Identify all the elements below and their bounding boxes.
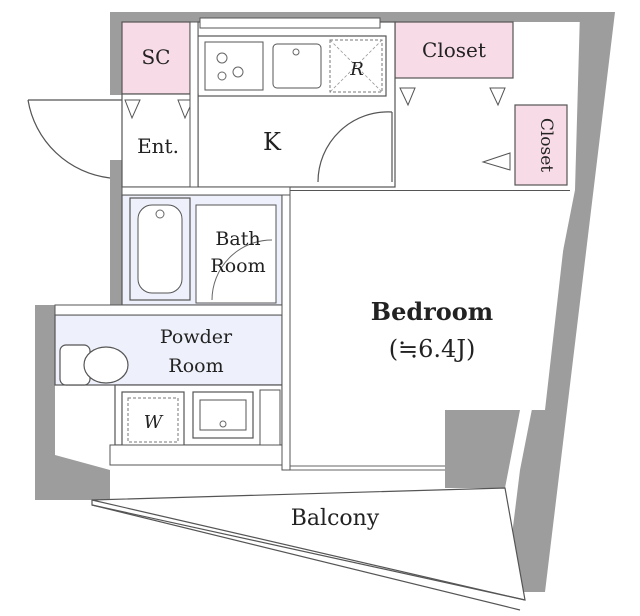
bedroom-label: Bedroom	[371, 297, 493, 326]
powder-label-line1: Powder	[160, 326, 233, 348]
vanity-sink-icon	[192, 391, 254, 439]
interior-walls	[54, 17, 381, 471]
washer-label: W	[144, 412, 164, 433]
powder-label-line2: Room	[168, 355, 223, 377]
washer-icon	[121, 391, 185, 447]
sink-icon	[272, 43, 322, 89]
bath-label-line1: Bath	[215, 228, 260, 250]
toilet-icon	[59, 344, 129, 386]
closet-side-door-icon	[481, 152, 511, 171]
refrigerator-label: R	[349, 59, 364, 80]
closet-door-icon-2	[489, 87, 506, 107]
kitchen-area	[197, 21, 396, 188]
closet-top-label: Closet	[422, 38, 486, 62]
bath-room-area	[121, 194, 291, 306]
powder-room-area	[54, 314, 286, 466]
stove-icon	[204, 41, 264, 91]
entrance-label: Ent.	[137, 134, 179, 158]
sc-label: SC	[141, 45, 170, 69]
entrance-door-icon	[27, 99, 122, 179]
closet-side	[514, 104, 568, 186]
entrance-area	[27, 93, 199, 188]
closet-top	[394, 21, 514, 79]
kitchen-door-icon	[317, 111, 393, 183]
balcony-label: Balcony	[291, 506, 380, 531]
balcony-area	[91, 465, 526, 611]
closet-door-icon	[399, 87, 416, 107]
closet-side-label: Closet	[536, 118, 556, 172]
bath-label-line2: Room	[210, 255, 265, 277]
refrigerator-icon	[329, 39, 383, 93]
bedroom-area	[290, 190, 570, 468]
bedroom-size-label: (≒6.4J)	[389, 335, 476, 363]
kitchen-label: K	[263, 128, 282, 156]
